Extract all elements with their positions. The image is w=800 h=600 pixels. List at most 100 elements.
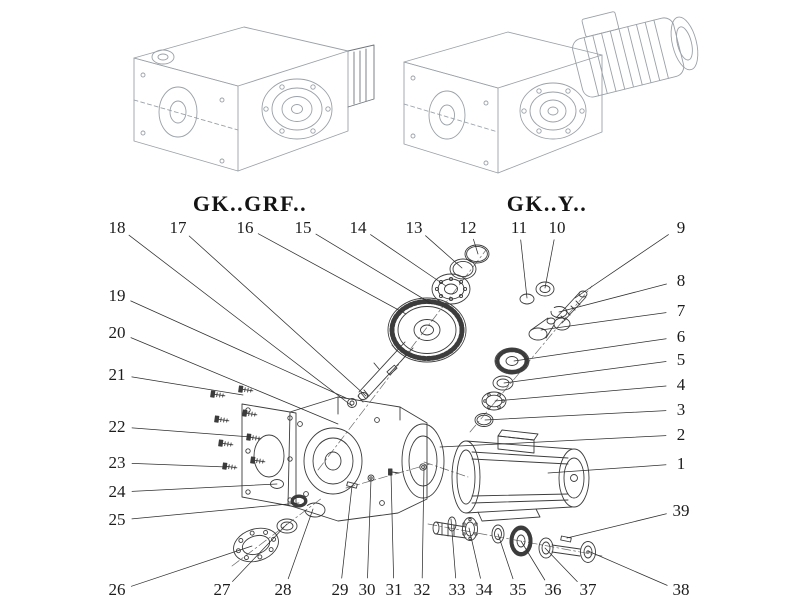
leader-line [130,337,339,425]
part-number-callout: 36 [544,580,562,599]
intermediate-bearing [481,391,507,411]
part-number-callout: 4 [676,375,686,394]
part-number-callout: 23 [108,453,126,472]
leader-line [520,239,528,299]
part-number-callout: 25 [108,510,126,529]
leader-line [503,361,667,384]
leader-line [370,234,447,287]
caption-gk-y: GK..Y.. [506,191,588,216]
part-number-callout: 1 [676,454,686,473]
part-number-callout: 5 [676,350,686,369]
o-ring [464,244,490,264]
part-number-callout: 8 [676,271,686,290]
leader-line [421,467,425,579]
part-number-callout: 16 [236,218,254,237]
part-number-callout: 37 [579,580,597,599]
part-number-callout: 13 [405,218,423,237]
part-number-callout: 22 [108,417,126,436]
part-number-callout: 38 [672,580,690,599]
part-number-callout: 20 [108,323,126,342]
part-number-callout: 18 [108,218,126,237]
part-number-callout: 30 [358,580,376,599]
leader-line [287,508,314,580]
output-shaft-assembly [432,516,596,563]
part-number-callout: 7 [676,301,686,320]
leader-line [513,338,667,362]
electric-motor [451,429,590,522]
leader-line [131,502,300,520]
leader-line [484,410,667,421]
leader-line [130,300,347,399]
input-washer [519,293,535,305]
bevel-pinion [528,317,556,341]
part-number-callout: 2 [676,425,686,444]
leader-line [390,472,394,579]
leader-line [439,435,667,448]
part-number-callout: 29 [331,580,349,599]
input-fins [347,44,375,108]
leader-line [544,239,555,289]
gearbox-housing [287,396,445,522]
leader-line [188,235,367,397]
leader-line [128,234,353,407]
leader-line [131,427,252,438]
leader-line [131,376,244,396]
leader-lines [128,233,669,587]
input-pinion-shaft [553,290,588,331]
leader-line [367,478,372,579]
leader-line [315,233,433,305]
part-number-callout: 28 [274,580,292,599]
leader-line [131,483,278,492]
input-bearing [535,281,555,297]
part-number-callout: 3 [676,400,686,419]
part-number-callout: 19 [108,286,126,305]
part-number-callout: 6 [676,327,686,346]
part-number-callout: 33 [448,580,466,599]
part-number-callout: 24 [108,482,126,501]
washer [492,375,514,391]
part-number-callout: 15 [294,218,312,237]
caption-gk-grf: GK..GRF.. [192,191,308,216]
part-number-callout: 35 [509,580,527,599]
output-gear [387,297,467,363]
part-number-callout: 9 [676,218,686,237]
leader-line [450,518,457,579]
output-bearing [431,273,471,305]
part-number-callout: 21 [108,365,126,384]
leader-line [520,540,546,581]
part-number-callout: 27 [213,580,231,599]
leader-line [131,463,228,468]
leader-line [130,545,253,587]
leader-line [494,385,667,402]
part-number-callout: 11 [510,218,528,237]
leader-line [547,464,667,474]
gearbox-grf-drawing [133,26,375,172]
retaining-ring [449,258,477,280]
part-number-callout: 17 [169,218,187,237]
leader-line [544,547,578,582]
bearing-inner-race [276,518,298,534]
part-number-callout: 26 [108,580,126,599]
leader-line [540,312,667,331]
leader-line [425,235,463,269]
leader-line [473,238,479,255]
leader-line [587,550,668,586]
part-number-callout: 14 [349,218,367,237]
snap-ring [550,306,568,318]
leader-line [257,233,407,315]
part-number-callout: 31 [385,580,403,599]
small-pinion [290,494,308,508]
leader-line [497,533,514,580]
part-number-callout: 10 [548,218,566,237]
leader-line [558,283,667,313]
leader-line [566,513,667,539]
part-number-callout: 34 [475,580,493,599]
part-number-callout: 39 [672,501,690,520]
leader-line [468,527,481,579]
part-number-callout: 32 [413,580,431,599]
electric-motor-assembled [572,11,699,98]
